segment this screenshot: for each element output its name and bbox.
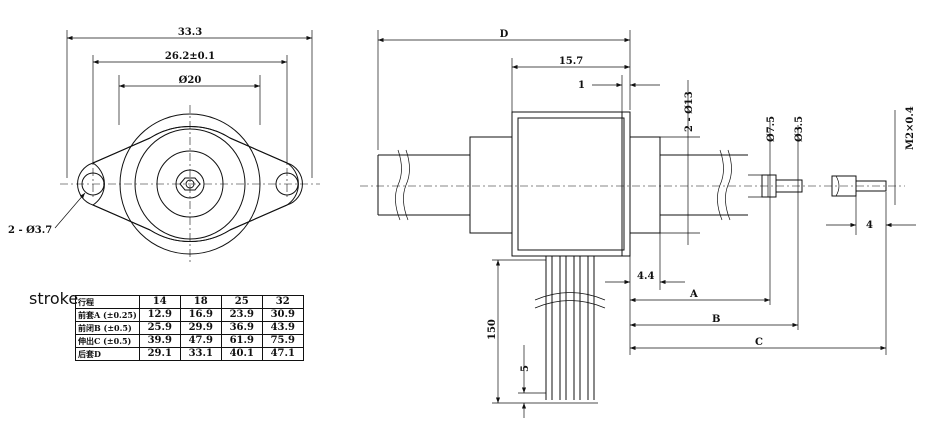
side-view: D 15.7 1 2 - Ø13 <box>360 29 916 418</box>
dim-D-label: D <box>500 29 509 40</box>
dim-4-label: 4 <box>866 220 873 231</box>
table-cell: 39.9 <box>138 334 181 348</box>
row-label: 前闭B (±0.5) <box>75 321 140 335</box>
dim-150-label: 150 <box>487 319 498 340</box>
dim-3-5-label: Ø3.5 <box>794 116 805 142</box>
table-cell: 33.1 <box>179 347 222 361</box>
table-cell: 47.9 <box>179 334 222 348</box>
front-boss <box>629 136 661 234</box>
table-cell: 47.1 <box>261 347 304 361</box>
table-header-cell: 14 <box>138 295 181 309</box>
table-cell: 23.9 <box>220 308 263 322</box>
rear-rod <box>377 154 470 216</box>
table-cell: 36.9 <box>220 321 263 335</box>
row-label: 后套D <box>75 347 140 361</box>
table-cell: 43.9 <box>261 321 304 335</box>
table-header-row: 行程 14 18 25 32 <box>75 295 304 309</box>
front-view: 33.3 26.2±0.1 Ø20 2 - Ø3.7 <box>8 27 320 265</box>
table-cell: 29.9 <box>179 321 222 335</box>
table-cell: 40.1 <box>220 347 263 361</box>
rear-boss <box>469 136 513 234</box>
dim-2-13-label: 2 - Ø13 <box>684 91 695 132</box>
table-row: 前套A (±0.25) 12.9 16.9 23.9 30.9 <box>75 308 304 322</box>
table-cell: 75.9 <box>261 334 304 348</box>
stroke-spec-table: 行程 14 18 25 32 前套A (±0.25) 12.9 16.9 23.… <box>75 295 304 361</box>
table-header-cell: 18 <box>179 295 222 309</box>
dim-1-label: 1 <box>578 80 585 91</box>
table-cell: 61.9 <box>220 334 263 348</box>
dim-4-4-label: 4.4 <box>637 271 654 282</box>
table-row: 伸出C (±0.5) 39.9 47.9 61.9 75.9 <box>75 334 304 348</box>
row-label: 伸出C (±0.5) <box>75 334 140 348</box>
dim-15-7-label: 15.7 <box>559 56 583 67</box>
dim-A-label: A <box>689 289 698 300</box>
dim-7-5-label: Ø7.5 <box>766 116 777 142</box>
table-header-cell: 25 <box>220 295 263 309</box>
table-header-cell: 32 <box>261 295 304 309</box>
row-label: 前套A (±0.25) <box>75 308 140 322</box>
dim-5-label: 5 <box>520 365 531 372</box>
table-cell: 29.1 <box>138 347 181 361</box>
table-row: 前闭B (±0.5) 25.9 29.9 36.9 43.9 <box>75 321 304 335</box>
dim-33-3-label: 33.3 <box>178 27 202 38</box>
solenoid-body <box>511 111 631 257</box>
table-cell: 30.9 <box>261 308 304 322</box>
stroke-label: stroke <box>29 289 79 308</box>
front-rod <box>660 154 748 216</box>
dim-hole-label: 2 - Ø3.7 <box>8 225 52 236</box>
table-cell: 16.9 <box>179 308 222 322</box>
table-row: 后套D 29.1 33.1 40.1 47.1 <box>75 347 304 361</box>
dim-20-label: Ø20 <box>179 75 202 86</box>
table-cell: 25.9 <box>138 321 181 335</box>
dim-B-label: B <box>712 314 720 325</box>
lead-wires <box>534 256 606 400</box>
dim-C-label: C <box>755 337 763 348</box>
table-cell: 12.9 <box>138 308 181 322</box>
dim-m2-label: M2×0.4 <box>905 106 916 150</box>
table-header-cell: 行程 <box>75 295 140 309</box>
dim-26-2-label: 26.2±0.1 <box>165 51 215 62</box>
